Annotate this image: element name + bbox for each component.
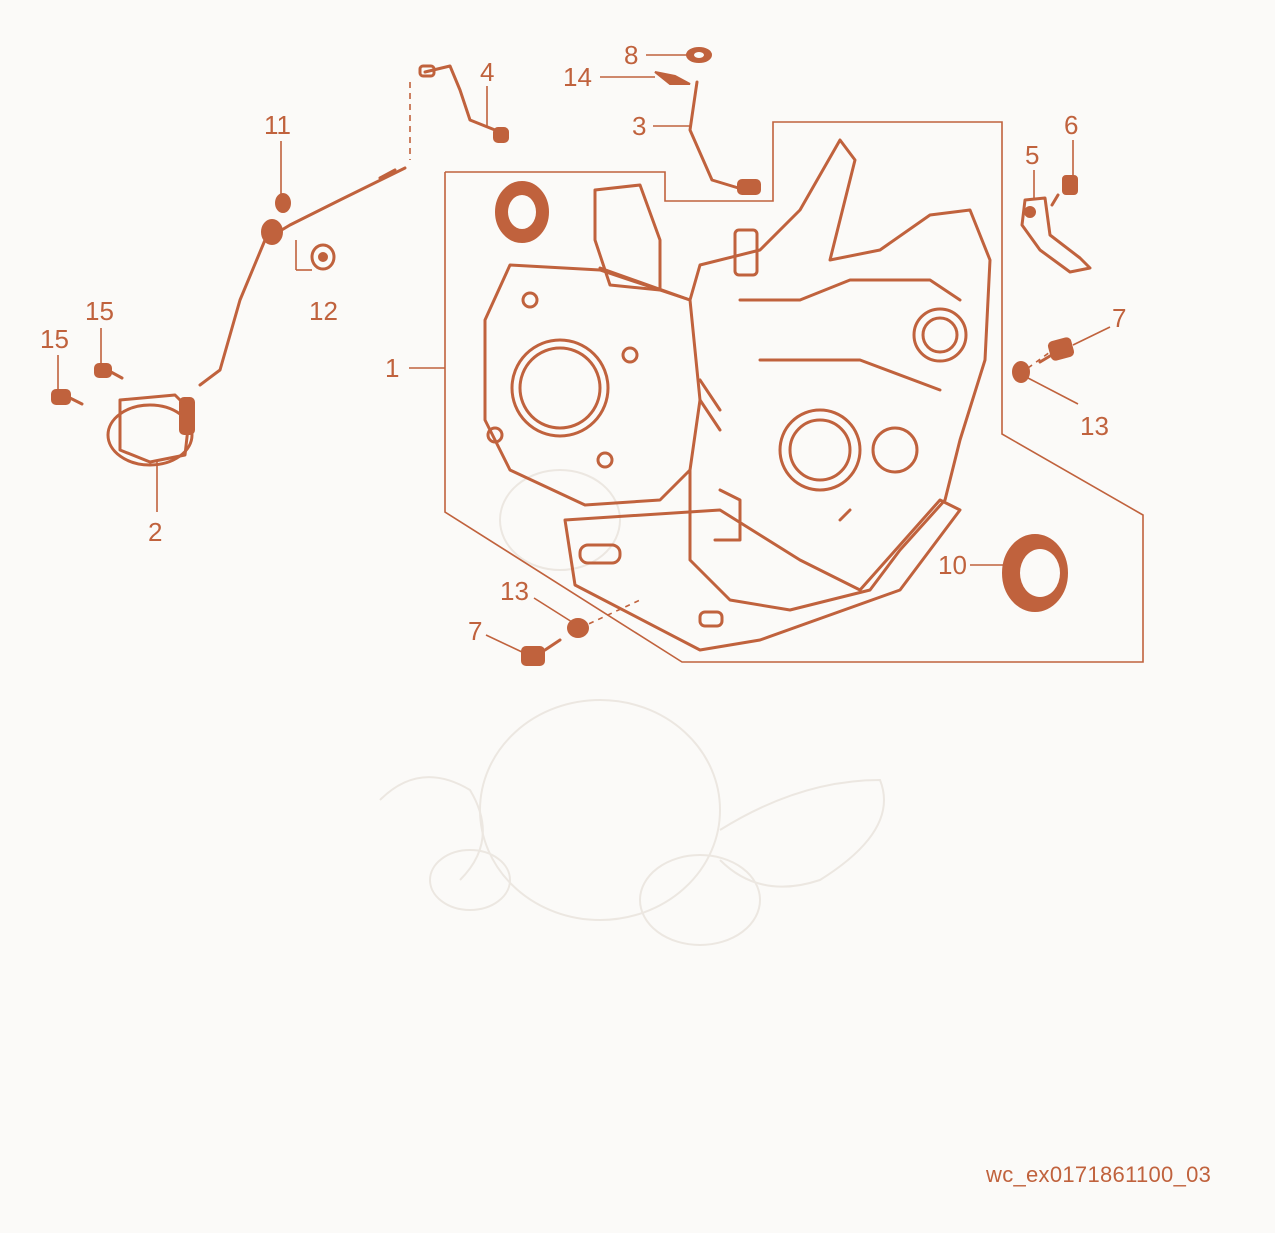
crankcase-part <box>483 138 992 652</box>
leader-lines <box>57 54 1111 653</box>
callout-label-6: 6 <box>1064 110 1078 140</box>
washer-13-bottom <box>567 618 589 638</box>
callout-label-13-bottom: 13 <box>500 576 529 606</box>
screw-15-a <box>51 389 84 406</box>
watermark-mascot <box>379 469 885 946</box>
washer-13-right <box>1012 361 1030 383</box>
sensor-wire <box>198 64 509 387</box>
bolt-7-right <box>1038 337 1075 364</box>
washer-8 <box>686 47 712 63</box>
callout-label-7-right: 7 <box>1112 303 1126 333</box>
part-labels: 1 2 3 4 5 6 7 7 8 10 11 12 13 13 14 15 1… <box>40 40 1126 646</box>
callout-label-14: 14 <box>563 62 592 92</box>
callout-label-12: 12 <box>309 296 338 326</box>
callout-label-15-b: 15 <box>85 296 114 326</box>
bolt-6 <box>1050 175 1078 207</box>
callout-label-5: 5 <box>1025 140 1039 170</box>
callout-label-11: 11 <box>264 110 291 140</box>
dipstick-tube <box>688 80 761 195</box>
oil-seal-top <box>495 181 549 243</box>
callout-label-10: 10 <box>938 550 967 580</box>
assembly-frame <box>444 121 1144 663</box>
nut-12 <box>310 243 336 271</box>
callout-label-15-a: 15 <box>40 324 69 354</box>
washer-11 <box>275 193 291 213</box>
callout-label-13-right: 13 <box>1080 411 1109 441</box>
callout-label-4: 4 <box>480 57 494 87</box>
diagram-reference-code: wc_ex0171861100_03 <box>986 1162 1212 1187</box>
oil-seal-10 <box>1002 534 1068 612</box>
bracket-5 <box>1020 196 1092 274</box>
callout-label-2: 2 <box>148 517 162 547</box>
callout-label-1: 1 <box>385 353 399 383</box>
callout-label-7-bottom: 7 <box>468 616 482 646</box>
sensor-body-2 <box>106 393 195 467</box>
clip-14 <box>654 71 691 85</box>
callout-label-3: 3 <box>632 111 646 141</box>
screw-15-b <box>94 363 124 380</box>
bolt-7-bottom <box>521 638 562 666</box>
callout-label-8: 8 <box>624 40 638 70</box>
